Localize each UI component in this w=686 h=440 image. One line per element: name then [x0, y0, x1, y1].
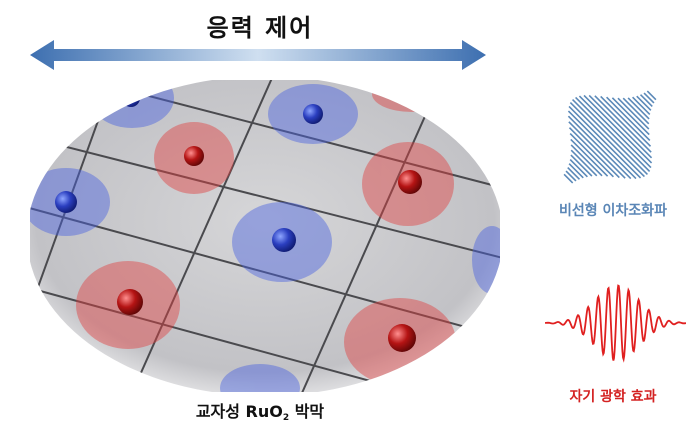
mo-wave-icon	[545, 284, 686, 363]
wave-stroke	[588, 94, 653, 159]
ruo2-lattice-illustration	[30, 80, 500, 392]
wave-stroke	[643, 92, 655, 104]
wave-stroke	[569, 159, 588, 178]
red-atom	[388, 324, 416, 352]
wave-stroke	[571, 98, 649, 176]
wave-stroke	[563, 173, 574, 184]
wave-stroke	[570, 149, 598, 177]
strain-control-title: 응력 제어	[206, 14, 314, 42]
wave-stroke	[627, 97, 650, 120]
blue-atom	[303, 104, 323, 124]
wave-stroke	[567, 115, 632, 180]
wave-stroke	[639, 94, 653, 108]
blue-atom	[122, 89, 140, 107]
wave-stroke	[568, 127, 620, 179]
wave-stroke	[570, 144, 603, 177]
wave-stroke	[632, 96, 651, 115]
wave-stroke	[611, 97, 650, 136]
ruo2-film-caption: 교자성 RuO2 박막	[195, 402, 325, 423]
wave-stroke	[622, 97, 650, 125]
wave-stroke	[567, 110, 637, 180]
blue-orbital	[472, 226, 500, 294]
wave-stroke	[565, 170, 577, 182]
wave-stroke	[583, 94, 653, 164]
wave-stroke	[568, 163, 584, 179]
wave-stroke	[646, 90, 657, 101]
red-atom	[117, 289, 143, 315]
wave-stroke	[570, 138, 609, 177]
wave-stroke	[569, 102, 645, 178]
wave-stroke	[606, 96, 651, 141]
wave-stroke	[617, 97, 650, 130]
wave-stroke	[545, 284, 686, 363]
blue-atom	[55, 191, 77, 213]
wave-stroke	[568, 121, 626, 179]
blue-atom	[272, 228, 296, 252]
red-atom	[184, 146, 204, 166]
wave-stroke	[568, 105, 642, 179]
blue-orbital	[220, 364, 300, 392]
shg-label: 비선형 이차조화파	[559, 203, 667, 219]
wave-stroke	[600, 95, 652, 147]
wave-stroke	[636, 95, 652, 111]
wave-stroke	[569, 133, 614, 178]
wave-stroke	[575, 96, 651, 172]
wave-stroke	[567, 166, 581, 180]
red-atom	[398, 170, 422, 194]
wave-stroke	[570, 154, 593, 177]
wave-stroke	[594, 95, 652, 153]
mo-effect-label: 자기 광학 효과	[569, 389, 657, 405]
double-headed-arrow	[30, 40, 486, 70]
wave-stroke	[578, 95, 652, 169]
shg-wave-icon	[563, 90, 657, 184]
